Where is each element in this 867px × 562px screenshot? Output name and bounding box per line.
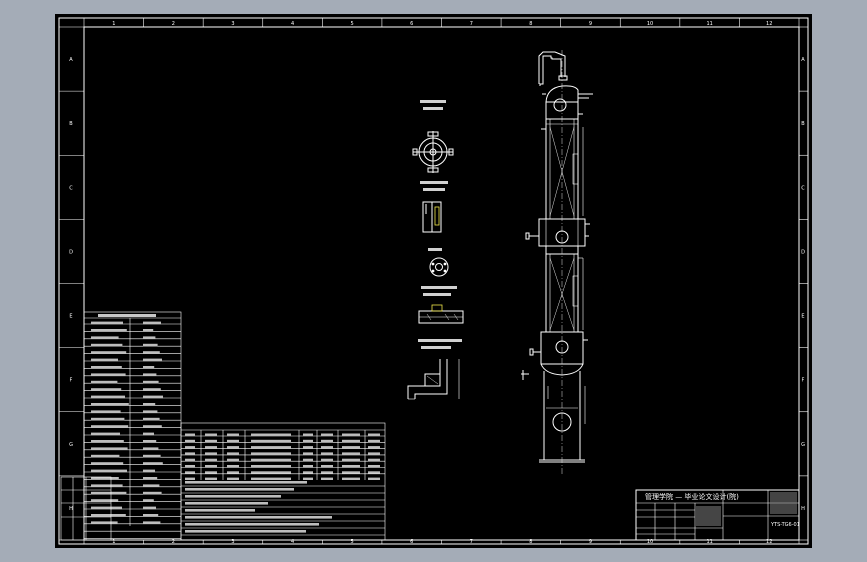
grid-col-label: 2 — [172, 21, 175, 27]
top-view-detail — [412, 100, 454, 173]
grid-col-label: 1 — [112, 21, 115, 27]
grid-row-label: E — [69, 314, 72, 320]
inner-frame — [83, 26, 800, 541]
column-ticks — [83, 18, 800, 544]
grid-col-label: 1 — [112, 539, 115, 545]
grid-col-label: 12 — [766, 21, 772, 27]
grid-row-label: F — [70, 378, 73, 384]
nozzle-table — [180, 422, 386, 541]
title-block-text: 管理学院 — 毕业论文设计(院) — [645, 492, 739, 501]
flange-detail — [428, 248, 449, 277]
grid-col-label: 4 — [291, 539, 294, 545]
grid-row-label: G — [69, 442, 73, 448]
grid-col-label: 9 — [589, 21, 592, 27]
technical-spec-table — [83, 311, 182, 541]
grid-row-label: A — [801, 57, 805, 63]
grid-col-label: 2 — [172, 539, 175, 545]
grid-col-label: 3 — [231, 539, 234, 545]
grid-row-label: G — [801, 442, 805, 448]
grid-col-label: 6 — [410, 539, 413, 545]
weld-corner-detail — [407, 339, 462, 400]
grid-row-label: H — [69, 506, 73, 512]
grid-col-label: 11 — [706, 21, 712, 27]
grid-row-label: E — [801, 314, 804, 320]
grid-row-label: F — [802, 378, 805, 384]
grid-col-label: 7 — [470, 539, 473, 545]
grid-col-label: 8 — [529, 539, 532, 545]
grid-col-label: 10 — [647, 539, 653, 545]
grid-col-label: 11 — [706, 539, 712, 545]
grid-row-label: D — [69, 249, 73, 255]
grid-row-label: H — [801, 506, 805, 512]
grid-row-label: B — [69, 121, 73, 127]
grid-col-label: 5 — [351, 21, 354, 27]
grid-col-label: 3 — [231, 21, 234, 27]
grid-col-label: 6 — [410, 21, 413, 27]
grid-col-label: 7 — [470, 21, 473, 27]
grid-row-label: C — [801, 185, 805, 191]
grid-col-label: 12 — [766, 539, 772, 545]
grid-col-label: 8 — [529, 21, 532, 27]
revision-block — [60, 476, 112, 541]
grid-row-label: B — [801, 121, 805, 127]
grid-row-label: C — [69, 185, 73, 191]
section-detail-1 — [420, 181, 448, 233]
grid-col-label: 5 — [351, 539, 354, 545]
drawing-number: YTS-TG6-01 — [770, 522, 800, 528]
grid-col-label: 9 — [589, 539, 592, 545]
grid-col-label: 10 — [647, 21, 653, 27]
plate-section-detail — [418, 286, 464, 324]
tower-elevation — [521, 50, 593, 474]
row-ticks — [59, 26, 808, 541]
grid-col-label: 4 — [291, 21, 294, 27]
spec-table-heading-mark — [98, 314, 156, 317]
title-block: 管理学院 — 毕业论文设计(院) YTS-TG6-01 — [635, 489, 800, 541]
outer-frame — [58, 17, 809, 545]
grid-row-label: A — [69, 57, 73, 63]
grid-row-label: D — [801, 249, 805, 255]
